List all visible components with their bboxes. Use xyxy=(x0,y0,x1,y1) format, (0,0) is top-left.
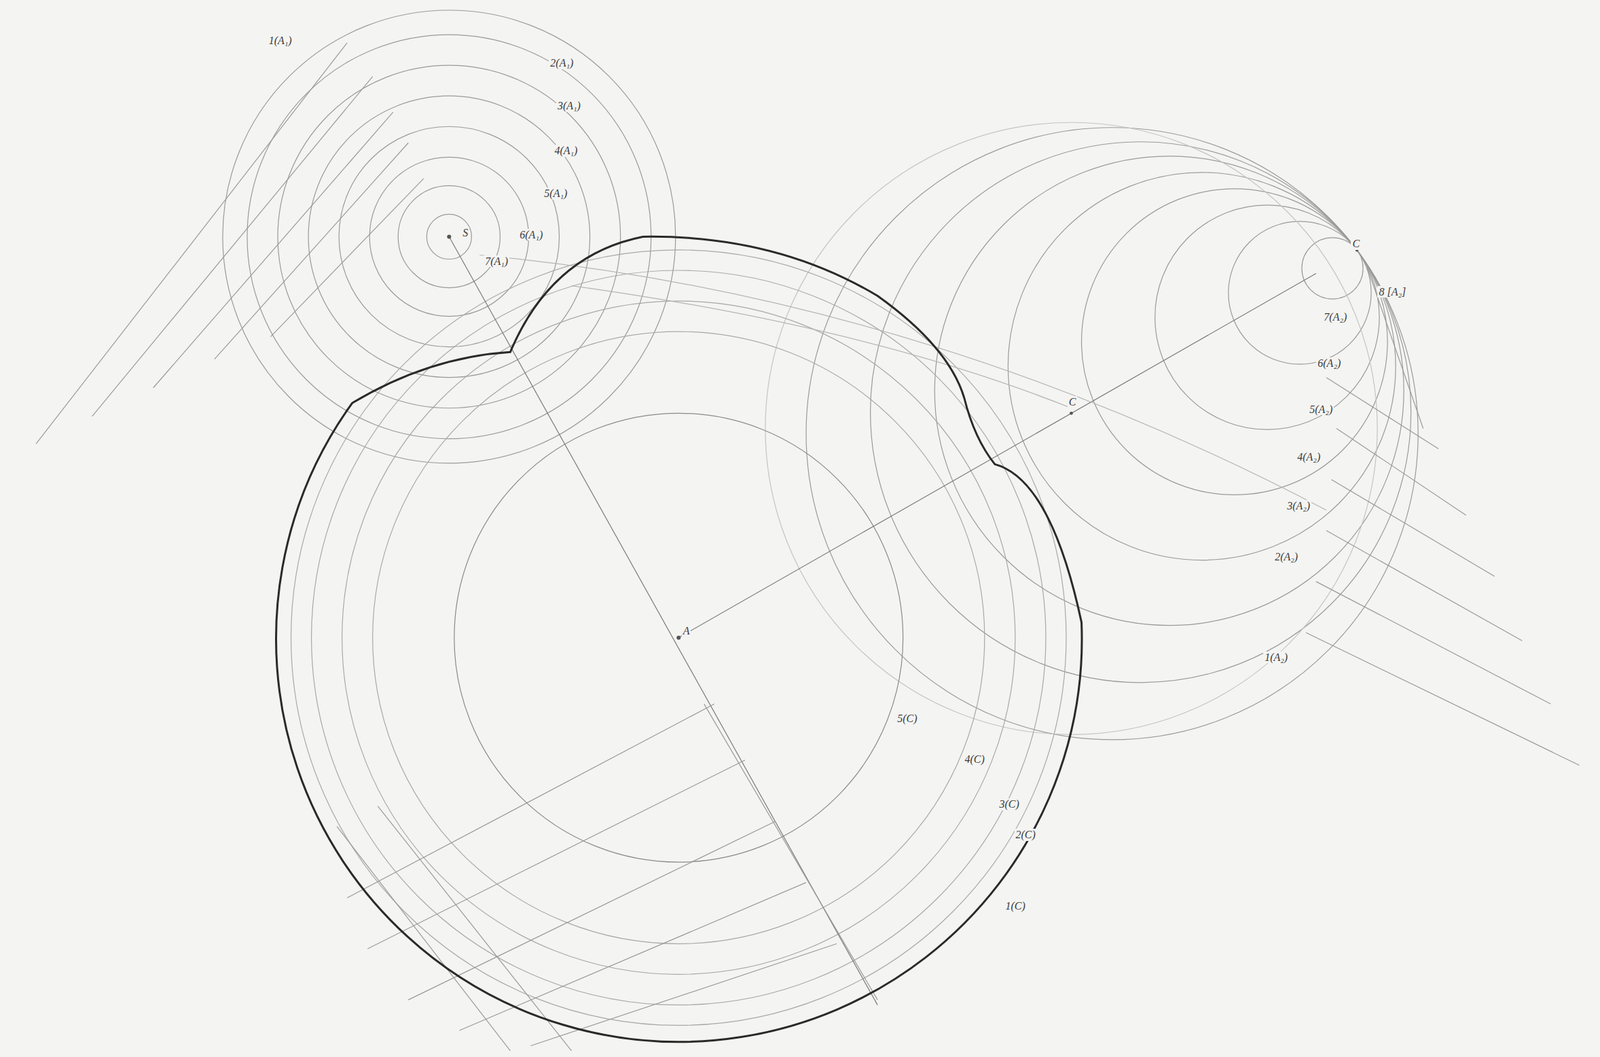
division-label: 7(A₁) xyxy=(483,255,510,268)
projection-lines xyxy=(35,42,1579,1051)
point-label: A xyxy=(681,624,692,638)
division-label: 1(A₂) xyxy=(1263,651,1289,664)
division-label: 7(A₂) xyxy=(1322,311,1349,324)
division-label: 3(A₁) xyxy=(556,99,583,113)
division-label: 3(A₂) xyxy=(1285,499,1312,513)
division-label: 1(A₁) xyxy=(267,34,294,47)
left-circles xyxy=(222,10,676,464)
point-label: S xyxy=(461,226,470,240)
division-label: 2(A₁) xyxy=(548,57,575,70)
division-label: 4(C) xyxy=(962,753,986,766)
division-label: 5(C) xyxy=(895,712,919,725)
division-label: 6(A₂) xyxy=(1316,357,1342,370)
division-label: 2(A₂) xyxy=(1273,550,1300,563)
division-label: 8 [A₂] xyxy=(1377,285,1408,299)
resulting-outline xyxy=(276,236,1083,1042)
point-label: C xyxy=(1350,237,1361,250)
point-label: C xyxy=(1067,395,1078,409)
division-label: 6(A₁) xyxy=(518,228,544,242)
division-label: 5(A₁) xyxy=(542,187,569,200)
division-label: 5(A₂) xyxy=(1307,403,1334,416)
points xyxy=(446,234,1359,640)
division-label: 4(A₁) xyxy=(552,144,579,157)
division-label: 1(C) xyxy=(1004,899,1027,913)
division-label: 2(C) xyxy=(1014,828,1038,841)
division-label: 3(C) xyxy=(997,797,1021,811)
right-circles xyxy=(765,122,1418,740)
division-label: 4(A₂) xyxy=(1295,450,1322,464)
